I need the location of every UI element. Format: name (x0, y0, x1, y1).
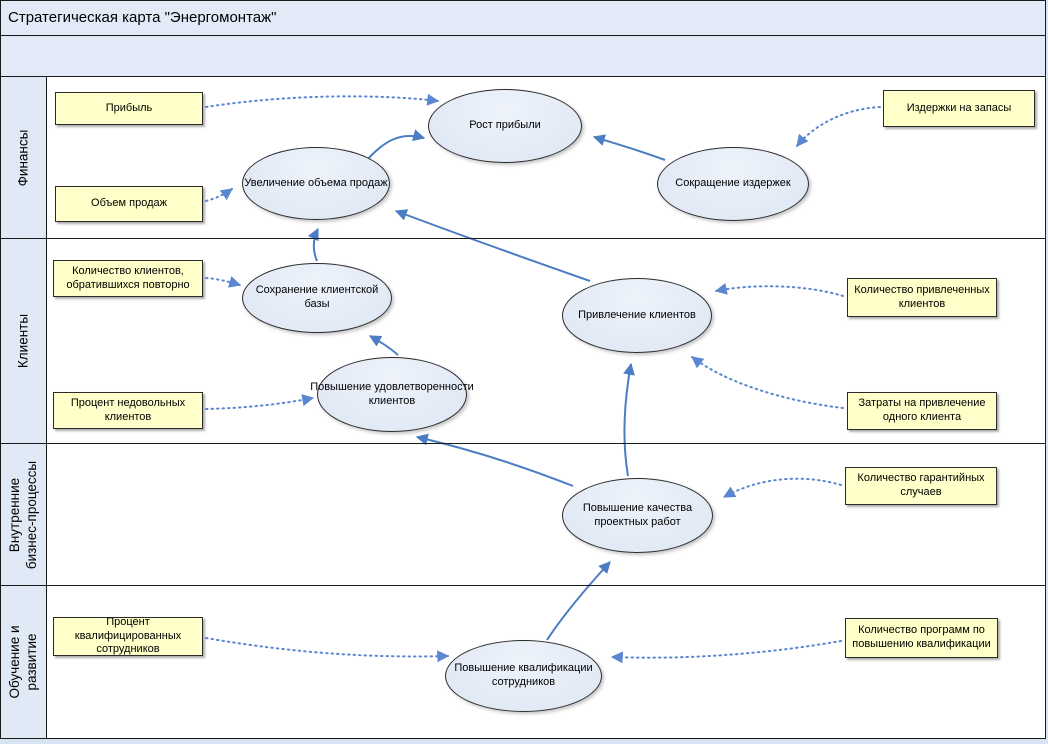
goal-label: Рост прибыли (469, 119, 541, 132)
goal-label: Увеличение объема продаж (244, 176, 388, 189)
goal-staff-qualification[interactable]: Повышение квалификации сотрудников (445, 640, 602, 712)
lane-label: Внутренние бизнес-процессы (7, 460, 39, 569)
kpi-inventory-costs[interactable]: Издержки на запасы (883, 90, 1035, 127)
kpi-sales-volume[interactable]: Объем продаж (55, 186, 203, 222)
goal-label: Повышение качества проектных работ (582, 501, 693, 528)
kpi-label: Прибыль (105, 101, 153, 114)
goal-client-satisfaction[interactable]: Повышение удовлетворенности клиентов (310, 357, 474, 432)
lane-finance: Финансы (1, 77, 47, 238)
kpi-qualified-percent[interactable]: Процент квалифицированных сотрудников (53, 615, 203, 656)
kpi-attraction-cost[interactable]: Затраты на привлечение одного клиента (847, 392, 997, 430)
kpi-unsatisfied-percent[interactable]: Процент недовольных клиентов (53, 392, 203, 429)
diagram-title: Стратегическая карта "Энергомонтаж" (1, 1, 1045, 36)
goal-label: Повышение удовлетворенности клиентов (310, 380, 474, 407)
goal-label: Сокращение издержек (675, 177, 791, 190)
lane-learning: Обучение и развитие (1, 586, 47, 738)
header-spacer-row (1, 37, 1045, 77)
kpi-attracted-clients[interactable]: Количество привлеченных клиентов (847, 278, 997, 317)
lane-separator (1, 585, 1045, 586)
goal-client-attraction[interactable]: Привлечение клиентов (562, 278, 712, 353)
goal-cost-reduction[interactable]: Сокращение издержек (657, 147, 809, 221)
lane-label: Финансы (15, 129, 31, 186)
lane-label-column (1, 77, 47, 738)
kpi-label: Количество клиентов, обратившихся повтор… (66, 264, 190, 291)
lane-separator (1, 238, 1045, 239)
goal-label: Привлечение клиентов (578, 308, 696, 321)
kpi-repeat-clients[interactable]: Количество клиентов, обратившихся повтор… (53, 260, 203, 297)
kpi-training-programs[interactable]: Количество программ по повышению квалифи… (845, 618, 998, 658)
lane-clients: Клиенты (1, 239, 47, 443)
kpi-profit[interactable]: Прибыль (55, 92, 203, 125)
kpi-label: Затраты на привлечение одного клиента (858, 397, 986, 423)
lane-separator (1, 443, 1045, 444)
kpi-label: Количество программ по повышению квалифи… (852, 624, 991, 650)
goal-client-retention[interactable]: Сохранение клиентской базы (242, 263, 392, 333)
goal-profit-growth[interactable]: Рост прибыли (428, 89, 582, 163)
kpi-label: Процент недовольных клиентов (70, 396, 186, 423)
kpi-label: Объем продаж (91, 197, 167, 210)
kpi-label: Процент квалифицированных сотрудников (74, 615, 182, 656)
goal-label: Сохранение клиентской базы (255, 284, 379, 310)
goal-sales-increase[interactable]: Увеличение объема продаж (242, 147, 390, 220)
kpi-label: Количество гарантийных случаев (857, 472, 985, 498)
lane-internal-processes: Внутренние бизнес-процессы (1, 444, 47, 585)
kpi-label: Издержки на запасы (906, 101, 1012, 114)
goal-project-quality[interactable]: Повышение качества проектных работ (562, 478, 713, 553)
lane-label: Обучение и развитие (7, 625, 39, 699)
kpi-warranty-cases[interactable]: Количество гарантийных случаев (845, 467, 997, 505)
kpi-label: Количество привлеченных клиентов (854, 283, 990, 310)
lane-label: Клиенты (15, 313, 31, 369)
goal-label: Повышение квалификации сотрудников (454, 662, 593, 688)
